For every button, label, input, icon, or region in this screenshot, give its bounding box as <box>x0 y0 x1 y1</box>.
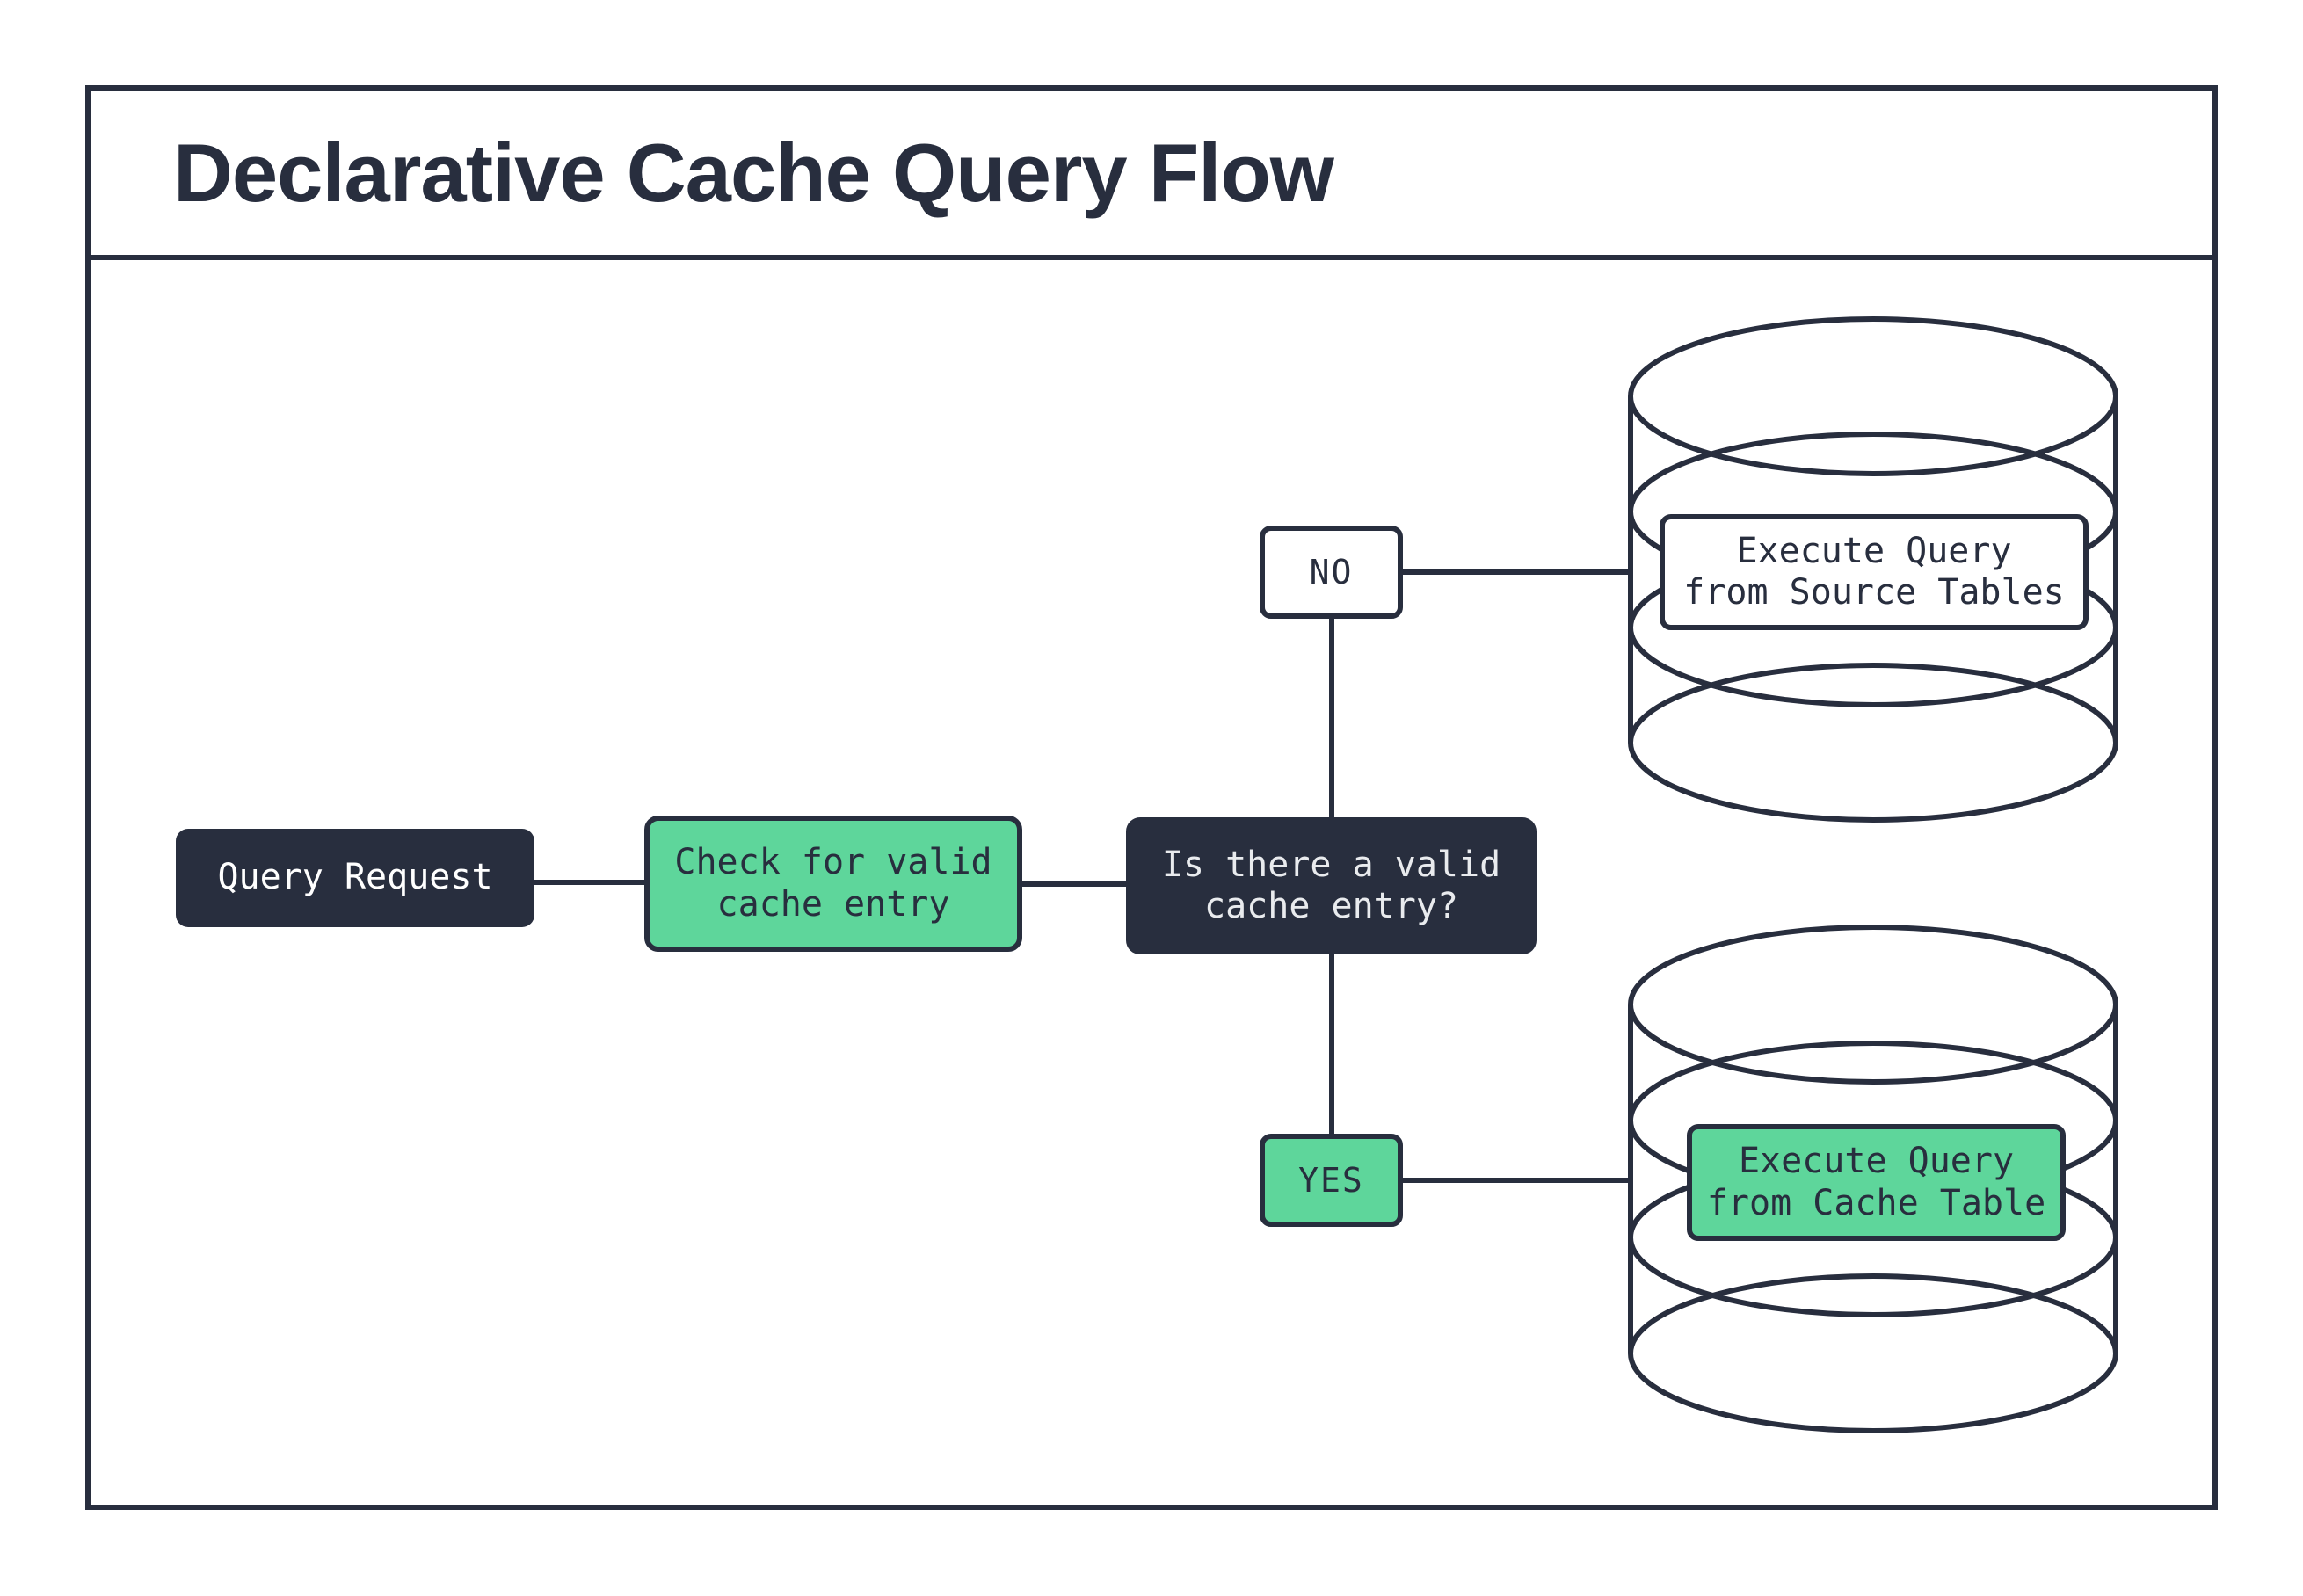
node-execute-from-cache: Execute Query from Cache Table <box>1687 1124 2066 1241</box>
node-label: Execute Query from Cache Table <box>1706 1141 2046 1223</box>
edge-yes-to-cache-db <box>1401 1178 1633 1183</box>
edge-decision-to-no <box>1329 615 1334 820</box>
node-label: Is there a valid cache entry? <box>1161 844 1501 926</box>
edge-no-to-source-db <box>1401 569 1633 575</box>
edge-decision-to-yes <box>1329 952 1334 1136</box>
node-label: Execute Query from Source Tables <box>1683 530 2065 613</box>
branch-label-yes: YES <box>1260 1134 1403 1227</box>
page-title: Declarative Cache Query Flow <box>173 126 1334 219</box>
node-valid-cache-decision: Is there a valid cache entry? <box>1126 817 1537 954</box>
node-label: Query Request <box>217 857 493 898</box>
node-label: YES <box>1298 1160 1364 1200</box>
edge-query-to-check <box>533 880 648 885</box>
node-query-request: Query Request <box>176 829 534 927</box>
node-check-cache-entry: Check for valid cache entry <box>644 816 1022 952</box>
node-label: NO <box>1309 552 1354 591</box>
edge-check-to-decision <box>1021 881 1128 887</box>
diagram-header: Declarative Cache Query Flow <box>85 85 2218 260</box>
node-label: Check for valid cache entry <box>674 842 992 925</box>
node-execute-from-source: Execute Query from Source Tables <box>1660 514 2089 630</box>
branch-label-no: NO <box>1260 526 1403 619</box>
